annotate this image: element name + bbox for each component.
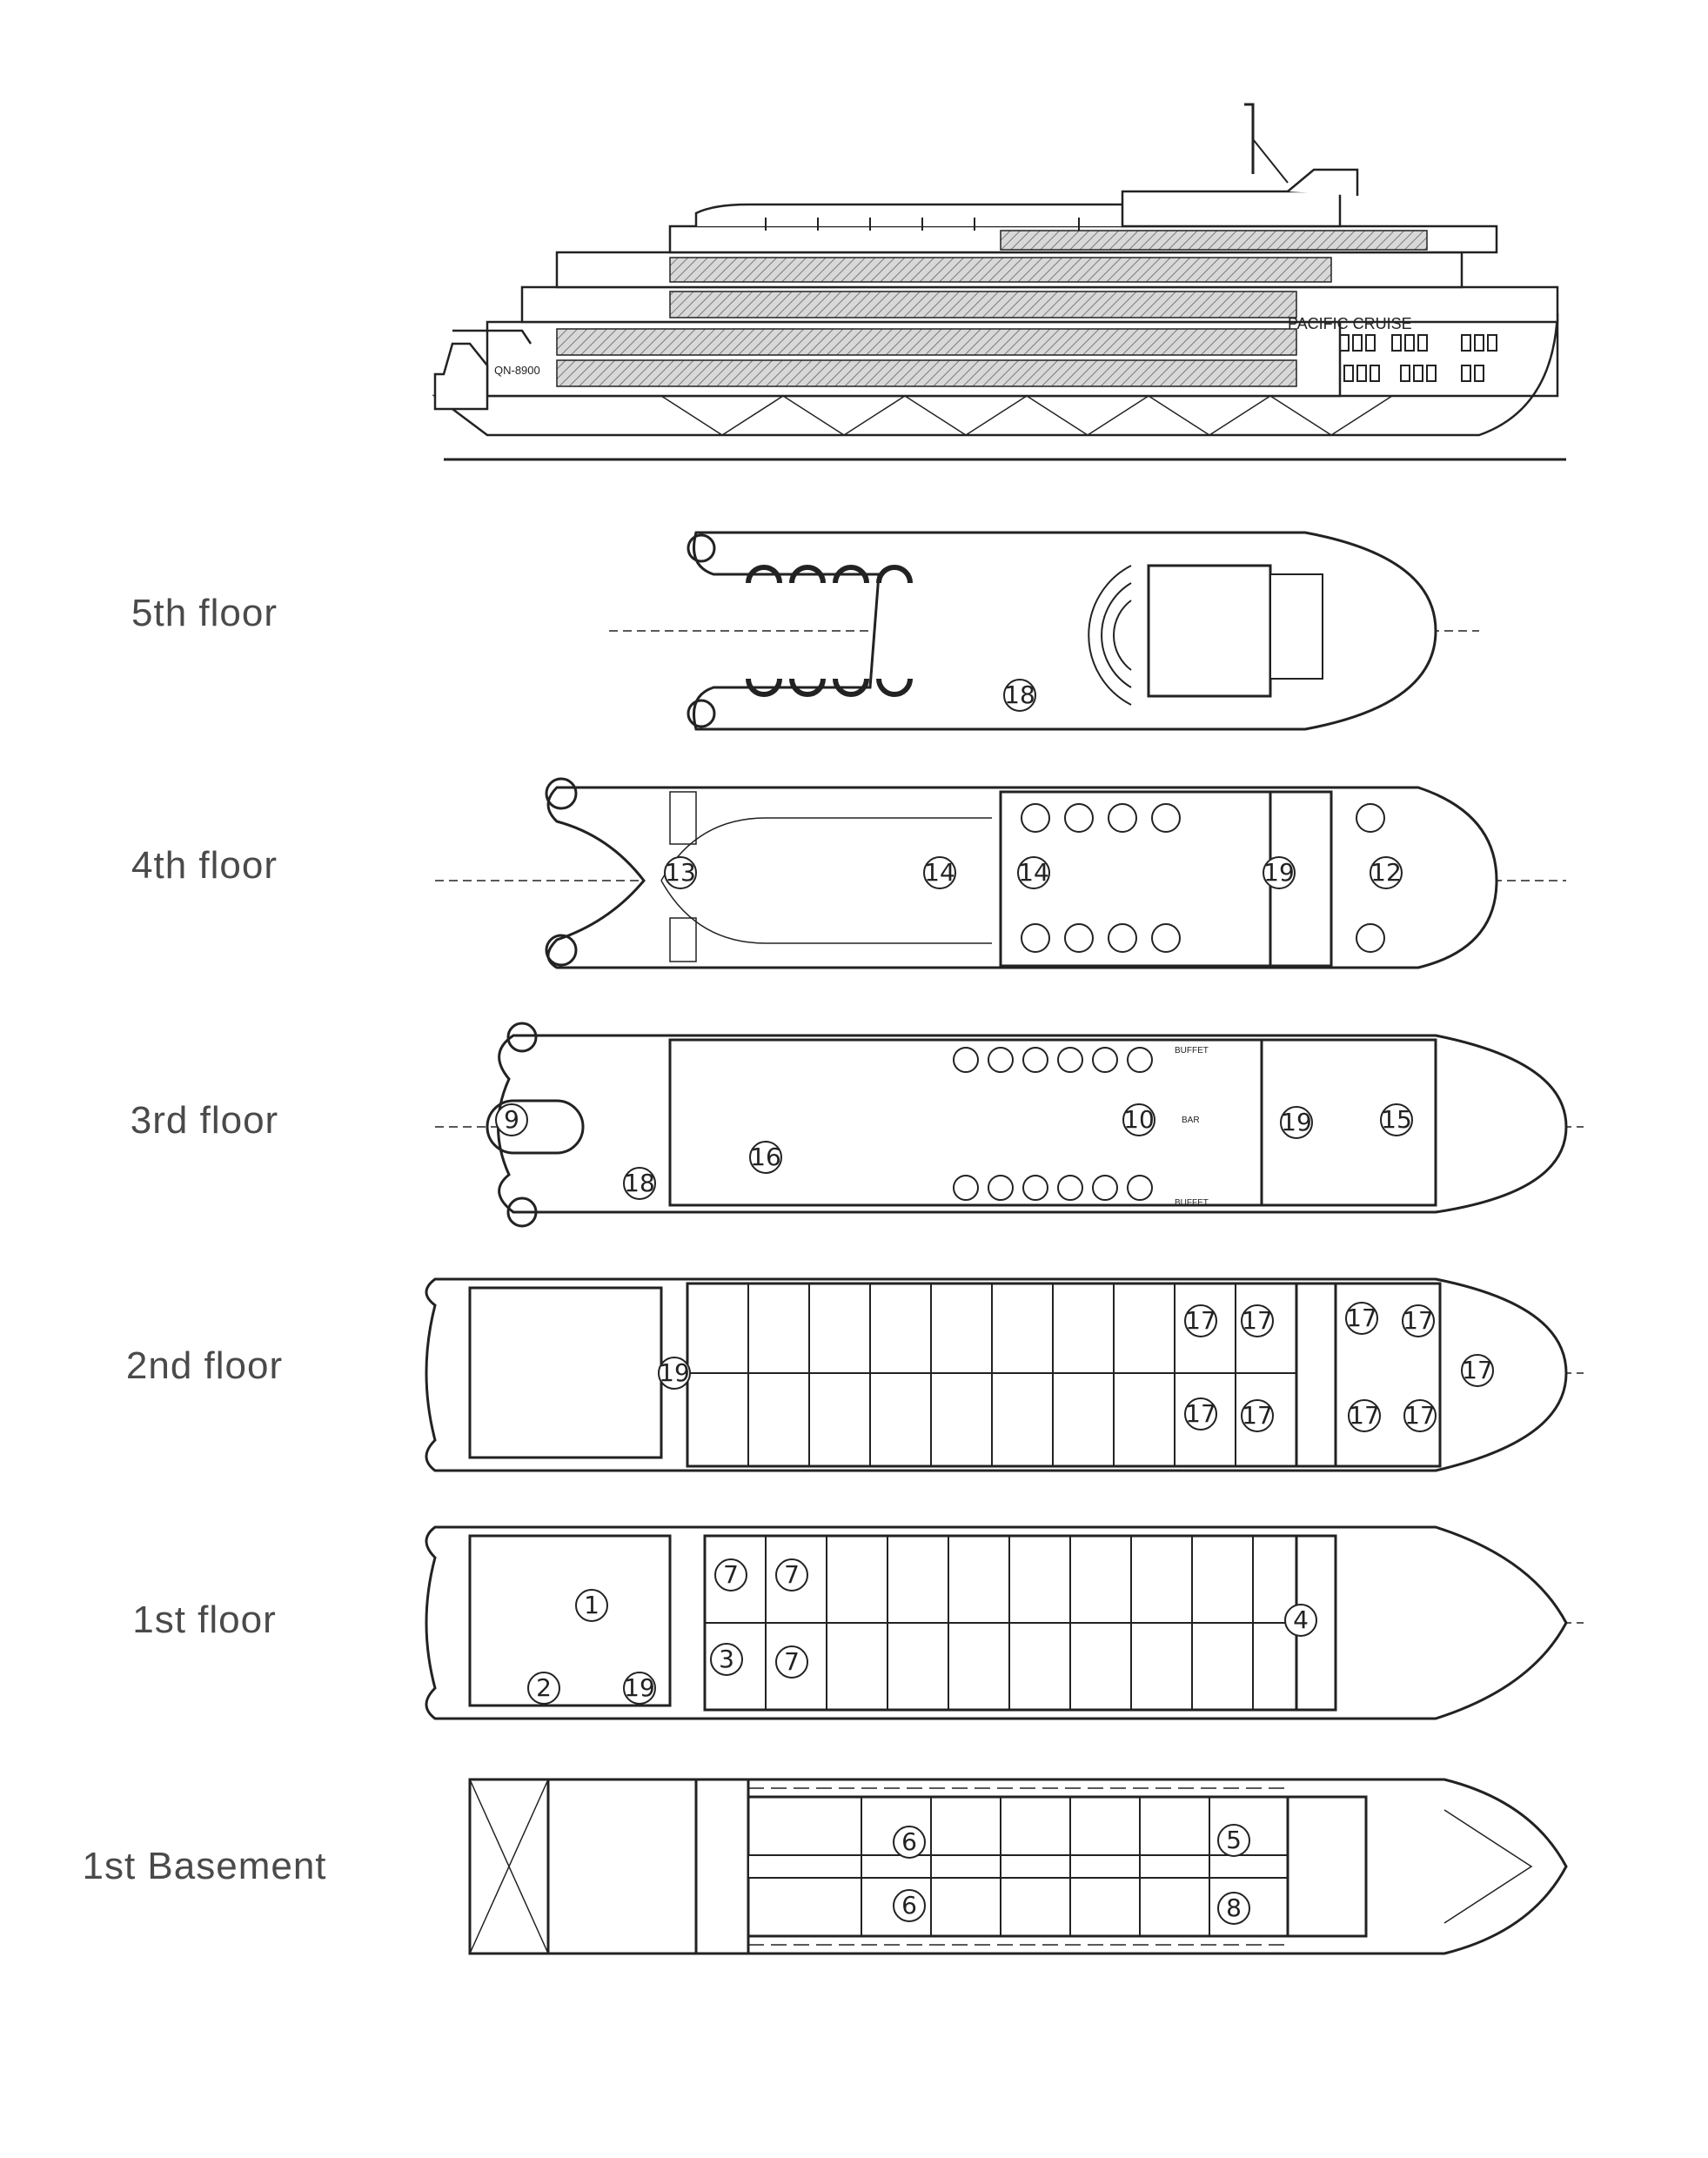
marker-1st-1: 1: [575, 1589, 608, 1622]
marker-basement-6a: 6: [893, 1826, 926, 1859]
svg-text:6: 6: [901, 1891, 917, 1920]
svg-text:13: 13: [665, 858, 696, 887]
svg-text:3: 3: [719, 1645, 734, 1673]
buffet-note-top: BUFFET: [1175, 1046, 1209, 1056]
floor-label-2nd: 2nd floor: [125, 1344, 284, 1387]
svg-text:18: 18: [1004, 680, 1035, 709]
marker-basement-6b: 6: [893, 1889, 926, 1922]
svg-text:12: 12: [1370, 858, 1402, 887]
marker-3rd-10: 10: [1122, 1103, 1155, 1136]
marker-2nd-17h: 17: [1348, 1399, 1381, 1432]
marker-2nd-17i: 17: [1403, 1399, 1437, 1432]
ship-name-text: PACIFIC CRUISE: [1288, 315, 1412, 332]
room-markers: 18 13 14 14 19 12 9 18 16 10 19 15 19 17…: [495, 679, 1494, 1925]
marker-1st-7b: 7: [775, 1558, 808, 1592]
marker-2nd-17e: 17: [1461, 1354, 1494, 1387]
marker-3rd-9: 9: [495, 1103, 528, 1136]
svg-text:17: 17: [1462, 1356, 1493, 1384]
marker-1st-7c: 7: [775, 1645, 808, 1679]
marker-4th-14a: 14: [923, 856, 956, 889]
marker-2nd-17f: 17: [1184, 1397, 1217, 1431]
floorplan-1st: [425, 1525, 1584, 1720]
svg-text:19: 19: [1281, 1108, 1312, 1136]
svg-text:17: 17: [1349, 1401, 1380, 1430]
svg-text:5: 5: [1226, 1826, 1242, 1854]
svg-text:7: 7: [723, 1560, 739, 1589]
svg-text:19: 19: [1263, 858, 1295, 887]
svg-text:19: 19: [624, 1673, 655, 1702]
marker-2nd-17g: 17: [1241, 1399, 1274, 1432]
svg-text:8: 8: [1226, 1893, 1242, 1922]
svg-text:7: 7: [784, 1647, 800, 1676]
buffet-note-bottom: BUFFET: [1175, 1198, 1209, 1208]
svg-text:6: 6: [901, 1827, 917, 1856]
bar-note: BAR: [1182, 1116, 1200, 1125]
marker-5th-18: 18: [1003, 679, 1036, 712]
marker-4th-13: 13: [664, 856, 697, 889]
svg-text:19: 19: [659, 1358, 690, 1387]
svg-text:17: 17: [1185, 1399, 1216, 1428]
svg-text:1: 1: [584, 1591, 599, 1619]
marker-3rd-15: 15: [1380, 1103, 1413, 1136]
svg-text:18: 18: [624, 1169, 655, 1197]
side-elevation: [432, 103, 1566, 461]
marker-basement-5: 5: [1217, 1824, 1250, 1857]
marker-basement-8: 8: [1217, 1892, 1250, 1925]
floor-label-1st: 1st floor: [132, 1598, 277, 1641]
marker-4th-12: 12: [1370, 856, 1403, 889]
svg-text:17: 17: [1242, 1401, 1273, 1430]
marker-3rd-18: 18: [623, 1167, 656, 1200]
svg-text:17: 17: [1185, 1306, 1216, 1335]
marker-2nd-17b: 17: [1241, 1304, 1274, 1337]
marker-3rd-19: 19: [1280, 1106, 1313, 1139]
marker-4th-19: 19: [1263, 856, 1296, 889]
svg-text:17: 17: [1346, 1304, 1377, 1332]
marker-1st-7a: 7: [714, 1558, 747, 1592]
marker-1st-2: 2: [527, 1672, 560, 1705]
marker-2nd-17d: 17: [1402, 1304, 1435, 1337]
svg-text:4: 4: [1293, 1605, 1309, 1634]
floorplan-5th: [609, 531, 1479, 731]
svg-text:17: 17: [1404, 1401, 1436, 1430]
floor-label-4th: 4th floor: [131, 844, 278, 887]
svg-text:7: 7: [784, 1560, 800, 1589]
floor-label-3rd: 3rd floor: [130, 1099, 279, 1142]
svg-text:17: 17: [1403, 1306, 1434, 1335]
floorplan-basement: [468, 1778, 1568, 1955]
svg-text:14: 14: [924, 858, 955, 887]
svg-text:14: 14: [1018, 858, 1049, 887]
marker-1st-19: 19: [623, 1672, 656, 1705]
marker-2nd-17c: 17: [1345, 1302, 1378, 1335]
svg-text:15: 15: [1381, 1105, 1412, 1134]
svg-text:17: 17: [1242, 1306, 1273, 1335]
marker-3rd-16: 16: [749, 1141, 782, 1174]
svg-text:9: 9: [504, 1105, 519, 1134]
marker-2nd-19: 19: [658, 1357, 691, 1390]
ship-registration-text: QN-8900: [494, 364, 540, 377]
svg-text:16: 16: [750, 1143, 781, 1171]
marker-1st-3: 3: [710, 1643, 743, 1676]
marker-1st-4: 4: [1284, 1604, 1317, 1637]
floor-label-basement: 1st Basement: [82, 1845, 327, 1887]
svg-text:2: 2: [536, 1673, 552, 1702]
svg-text:10: 10: [1123, 1105, 1155, 1134]
marker-2nd-17a: 17: [1184, 1304, 1217, 1337]
floor-label-5th: 5th floor: [131, 592, 278, 634]
marker-4th-14b: 14: [1017, 856, 1050, 889]
